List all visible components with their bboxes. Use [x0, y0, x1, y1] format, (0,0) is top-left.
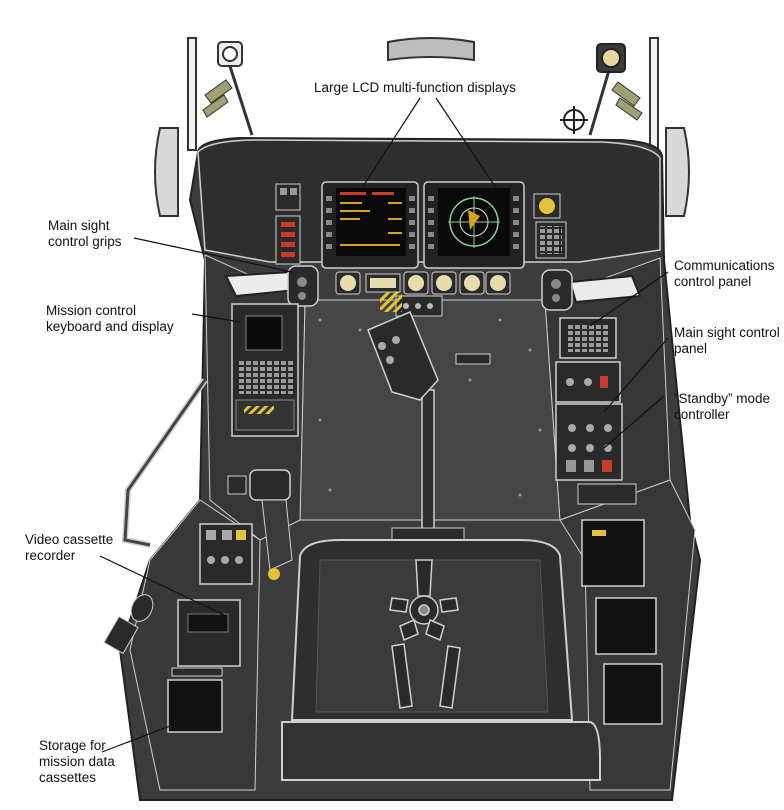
standby-mode-controller	[555, 403, 623, 481]
side-bumper-left	[154, 127, 179, 217]
canopy-frame	[187, 37, 659, 151]
dash-right-panels	[533, 193, 567, 259]
canopy-mirror-right	[596, 43, 626, 73]
mission-keyboard-unit	[231, 303, 299, 437]
label-line: control panel	[674, 274, 752, 289]
sight-control-panel	[555, 361, 621, 403]
sight-grip-left	[224, 265, 319, 307]
label-line: mission data	[39, 754, 115, 769]
label-video-recorder: Video cassette recorder	[25, 532, 113, 564]
label-line: Communications	[674, 258, 775, 273]
label-comms-panel: Communications control panel	[674, 258, 775, 290]
label-line: recorder	[25, 548, 76, 563]
leader-lines	[99, 97, 669, 753]
label-line: “Standby” mode	[674, 391, 771, 406]
compass-crosshair	[560, 106, 588, 134]
label-standby-controller: “Standby” mode controller	[674, 391, 770, 423]
label-line: panel	[674, 341, 708, 356]
label-line: cassettes	[39, 770, 97, 785]
grab-handle-left	[202, 79, 233, 118]
seat-harness	[389, 559, 461, 709]
left-side-clamps	[103, 594, 154, 655]
sight-grip-right	[541, 269, 642, 311]
comms-control-panel	[559, 317, 617, 359]
canopy-top-bar	[387, 37, 475, 62]
label-line: Video cassette	[25, 532, 114, 547]
label-mission-keyboard: Mission control keyboard and display	[46, 303, 174, 335]
grab-handle-right	[611, 81, 643, 121]
left-canopy-strut-core	[123, 379, 207, 547]
label-sight-control-panel: Main sight control panel	[674, 325, 780, 357]
pilot-seat	[280, 539, 601, 781]
label-line: Main sight control	[674, 325, 780, 340]
video-cassette-recorder	[177, 523, 253, 667]
mfd-left-bezel-keys	[326, 196, 415, 249]
throttle-grip	[227, 469, 293, 580]
label-line: control grips	[48, 234, 122, 249]
label-line: keyboard and display	[46, 319, 174, 334]
label-lcd-displays: Large LCD multi-function displays	[314, 80, 516, 95]
label-storage-cassettes: Storage for mission data cassettes	[39, 738, 115, 786]
canopy-mirror-left	[217, 41, 243, 67]
side-bumper-right	[665, 127, 690, 217]
label-line: Storage for	[39, 738, 106, 753]
right-storage-bins	[577, 483, 663, 725]
label-line: controller	[674, 407, 730, 422]
floor-rivets	[318, 318, 542, 497]
dash-left-switch-panel	[275, 183, 301, 265]
label-line: Mission control	[46, 303, 137, 318]
mfd-left-text	[340, 192, 402, 246]
mfd-right	[423, 181, 525, 269]
mfd-right-bezel-keys	[428, 196, 519, 249]
label-main-sight-grips: Main sight control grips	[48, 218, 122, 250]
mfd-left	[321, 181, 419, 269]
label-line: Main sight	[48, 218, 110, 233]
